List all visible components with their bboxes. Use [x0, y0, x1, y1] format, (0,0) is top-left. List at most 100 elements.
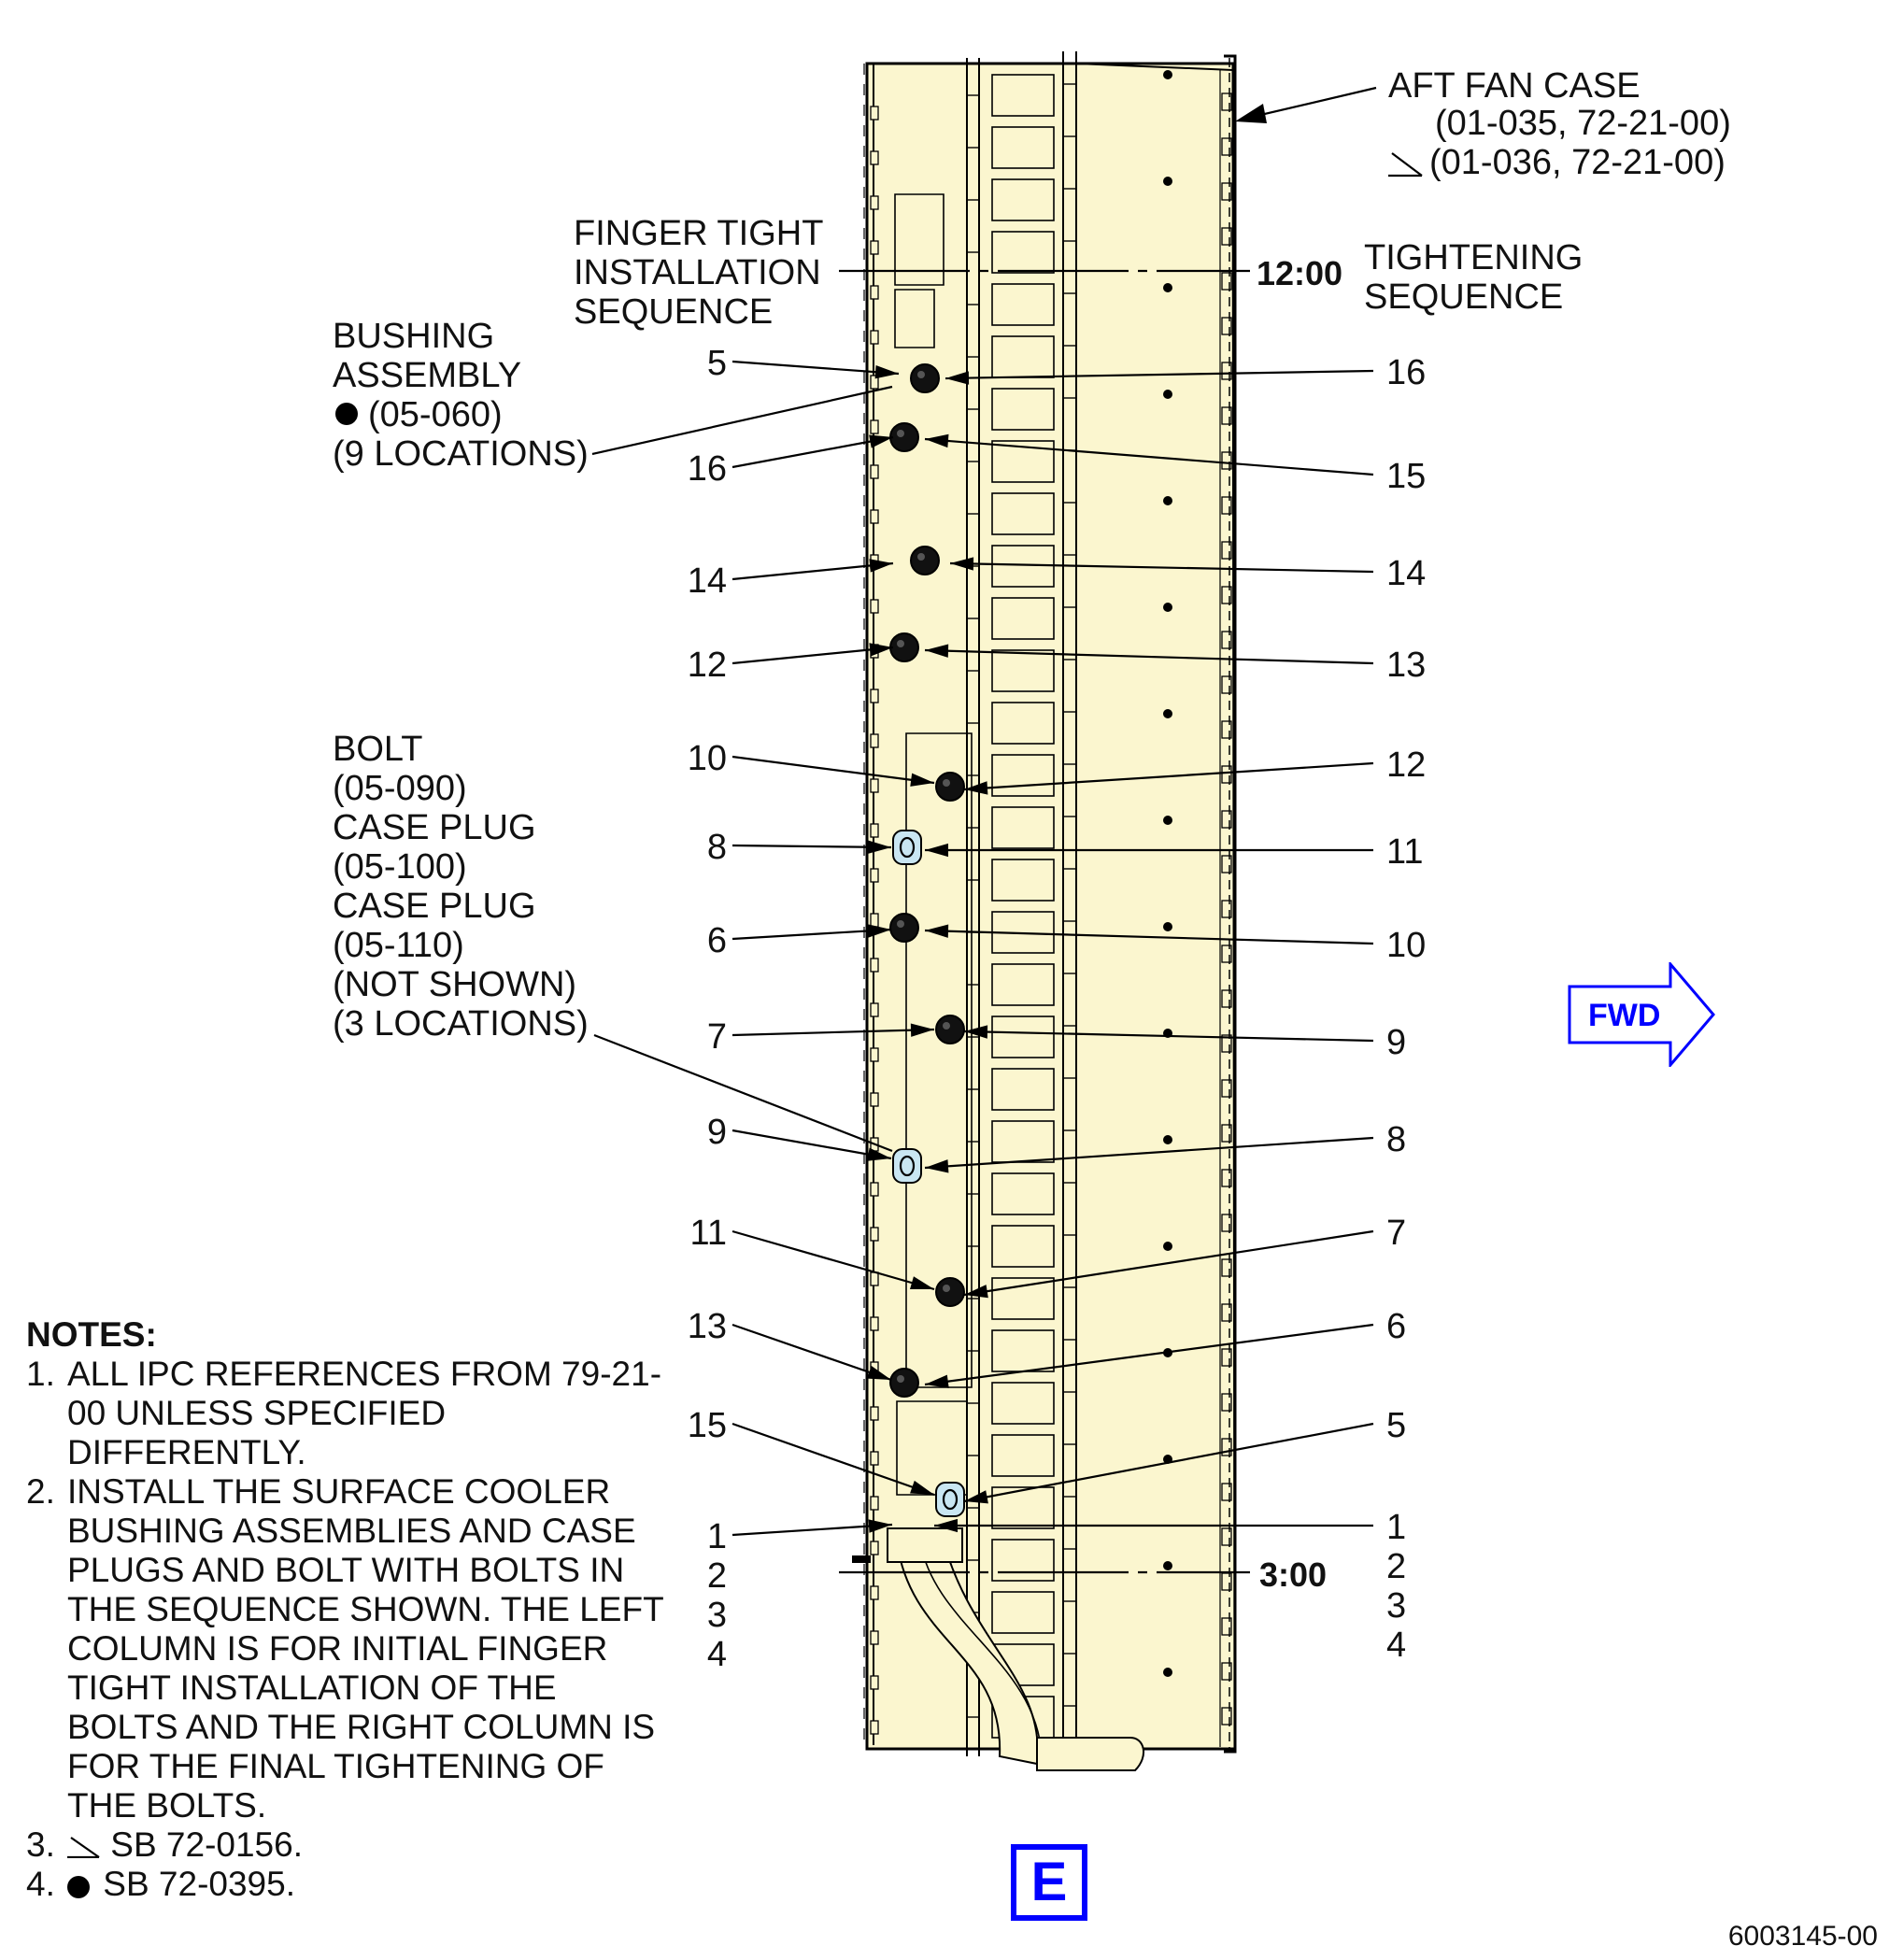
- rivet: [1163, 816, 1172, 825]
- right-seq-number: 2: [1386, 1547, 1406, 1586]
- note-number: 4.: [26, 1865, 55, 1903]
- rivet: [870, 240, 879, 255]
- ladder-cell: [991, 74, 1055, 117]
- rivet: [1221, 631, 1232, 649]
- rivet: [1163, 283, 1172, 292]
- rivet: [1163, 390, 1172, 399]
- left-seq-number: 10: [688, 739, 727, 778]
- rivet: [1221, 765, 1232, 784]
- rivet: [1221, 1169, 1232, 1187]
- note-item: 3. SB 72-0156.: [26, 1825, 671, 1865]
- right-seq-number: 4: [1386, 1626, 1406, 1665]
- ladder-cell: [991, 649, 1055, 692]
- note-text: ALL IPC REFERENCES FROM 79-21-00 UNLESS …: [67, 1355, 662, 1471]
- tightening-label-2: SEQUENCE: [1364, 277, 1563, 317]
- rivet: [870, 195, 879, 210]
- rivet: [1163, 177, 1172, 186]
- rivet: [870, 330, 879, 345]
- rivet: [1221, 944, 1232, 963]
- rivet: [870, 464, 879, 479]
- right-seq-number: 3: [1386, 1586, 1406, 1626]
- rivet: [870, 868, 879, 883]
- left-seq-number: 2: [707, 1556, 727, 1596]
- bushing: [910, 363, 940, 393]
- left-seq-number: 11: [690, 1214, 727, 1253]
- rivet: [870, 106, 879, 121]
- rivet: [1221, 900, 1232, 918]
- rivet: [1163, 709, 1172, 718]
- bolt-label-3: CASE PLUG: [333, 808, 536, 847]
- sb-dot-icon: [335, 403, 358, 425]
- aft-fan-case-panel: [852, 51, 1237, 1771]
- ladder-cell: [991, 231, 1055, 274]
- rivet: [1163, 922, 1172, 931]
- rivet: [1221, 1617, 1232, 1636]
- bushing: [935, 1015, 965, 1044]
- ladder-cell: [991, 283, 1055, 326]
- ladder-cell: [991, 806, 1055, 849]
- ladder-cell: [991, 1172, 1055, 1215]
- right-seq-number: 5: [1386, 1406, 1406, 1445]
- bushing-label-3: (05-060): [368, 395, 503, 434]
- rivet: [1221, 810, 1232, 829]
- rivet: [1221, 1079, 1232, 1098]
- sb-triangle-icon: [67, 1837, 100, 1858]
- bolt-label-6: (05-110): [333, 926, 464, 965]
- right-seq-number: 1: [1386, 1508, 1406, 1547]
- aft-fan-case-ref2: (01-036, 72-21-00): [1429, 143, 1726, 182]
- note-text: SB 72-0395.: [103, 1865, 295, 1903]
- rivet: [870, 150, 879, 165]
- left-seq-number: 7: [707, 1017, 727, 1057]
- ladder-cell: [991, 126, 1055, 169]
- rivet: [1221, 406, 1232, 425]
- rivet: [1163, 1242, 1172, 1251]
- rivet: [1221, 1034, 1232, 1053]
- left-seq-number: 12: [688, 646, 727, 685]
- rivet: [1221, 1348, 1232, 1367]
- rivet: [1221, 1124, 1232, 1143]
- ladder-cell: [991, 754, 1055, 797]
- fwd-label: FWD: [1588, 998, 1660, 1033]
- rivet: [1221, 227, 1232, 246]
- ladder-cell: [991, 388, 1055, 431]
- bolt-label-7: (NOT SHOWN): [333, 965, 576, 1004]
- bolt-label-2: (05-090): [333, 769, 467, 808]
- note-item: 1. ALL IPC REFERENCES FROM 79-21-00 UNLE…: [26, 1355, 671, 1472]
- bushing-label-2: ASSEMBLY: [333, 356, 521, 395]
- left-seq-number: 8: [707, 828, 727, 867]
- left-seq-number: 3: [707, 1596, 727, 1635]
- rivet: [1163, 1135, 1172, 1144]
- notes-title: NOTES:: [26, 1315, 157, 1354]
- bushing: [889, 913, 919, 943]
- rivet: [1221, 451, 1232, 470]
- fwd-arrow: FWD: [1568, 962, 1715, 1067]
- note-item: 2. INSTALL THE SURFACE COOLER BUSHING AS…: [26, 1472, 671, 1825]
- rivet: [1221, 1258, 1232, 1277]
- rivet: [1163, 1668, 1172, 1677]
- rivet: [1221, 1393, 1232, 1412]
- rivet: [1163, 70, 1172, 79]
- figure-id: 6003145-00: [1727, 1921, 1878, 1952]
- ladder-cell: [991, 963, 1055, 1006]
- rivet: [1221, 1483, 1232, 1501]
- note-number: 3.: [26, 1825, 55, 1864]
- left-seq-number: 1: [707, 1517, 727, 1556]
- rivet: [1221, 675, 1232, 694]
- rivet: [1221, 1214, 1232, 1232]
- rivet: [1221, 496, 1232, 515]
- note-text: INSTALL THE SURFACE COOLER BUSHING ASSEM…: [67, 1472, 663, 1825]
- right-seq-number: 8: [1386, 1120, 1406, 1159]
- rivet: [1221, 182, 1232, 201]
- rivet: [870, 1541, 879, 1555]
- right-seq-number: 12: [1386, 746, 1426, 785]
- rivet: [870, 1182, 879, 1197]
- rivet: [870, 778, 879, 793]
- rivet: [1221, 1438, 1232, 1456]
- right-seq-number: 6: [1386, 1307, 1406, 1346]
- rivet: [870, 1316, 879, 1331]
- rivet: [1221, 317, 1232, 335]
- rivet: [870, 599, 879, 614]
- tightening-label-1: TIGHTENING: [1364, 238, 1583, 277]
- rivet: [870, 1630, 879, 1645]
- rivet: [870, 733, 879, 748]
